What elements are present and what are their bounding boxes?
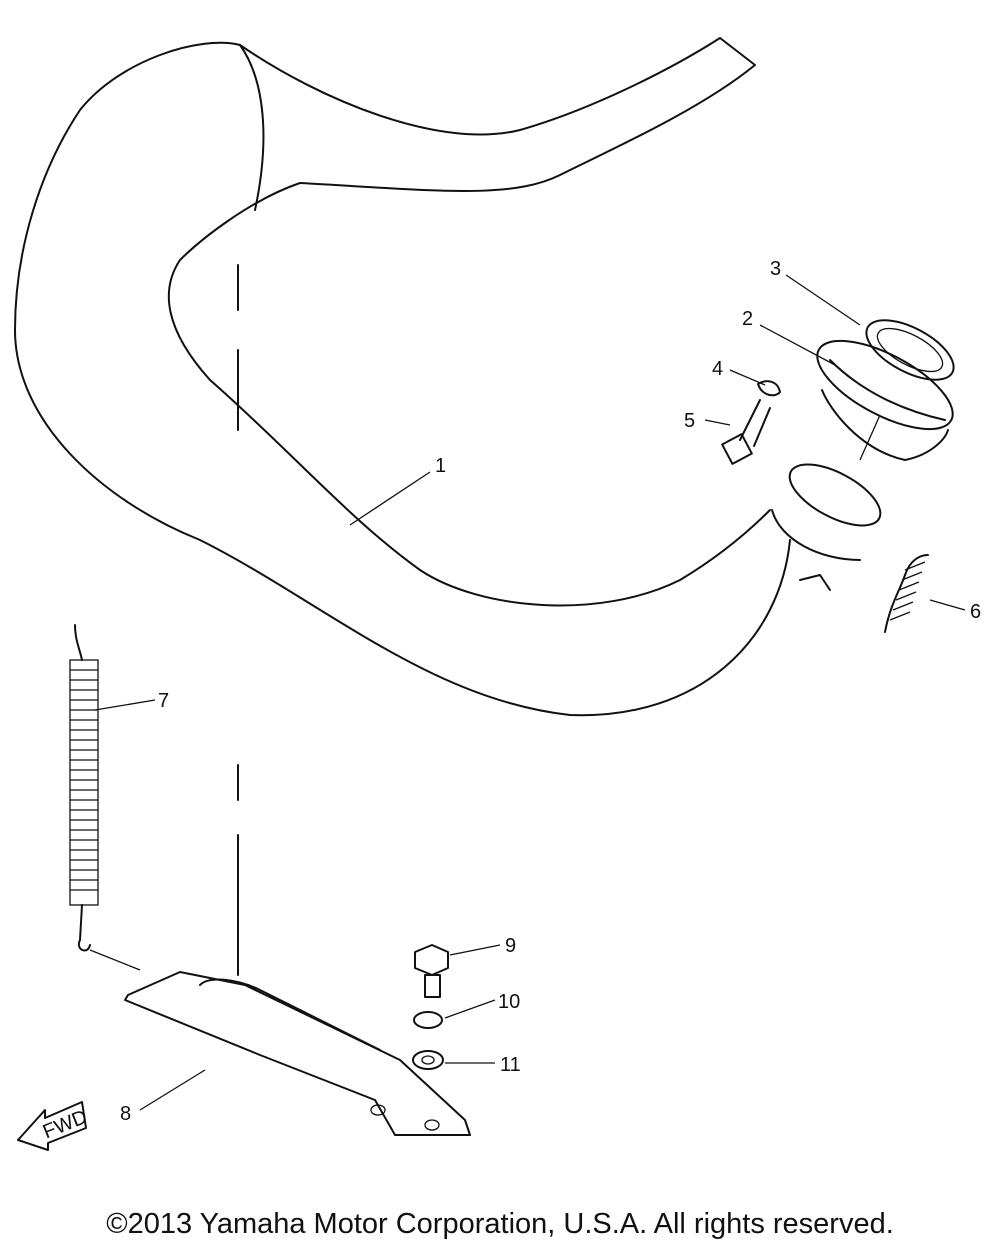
bolt bbox=[721, 399, 771, 465]
callout-6: 6 bbox=[970, 601, 981, 623]
spring-washer bbox=[413, 1011, 443, 1029]
callout-9: 9 bbox=[505, 935, 516, 957]
callout-1: 1 bbox=[435, 455, 446, 477]
leader-lines bbox=[94, 274, 966, 1111]
exploded-parts-diagram: FWD 1 2 3 4 5 6 7 8 9 10 11 bbox=[14, 37, 981, 1151]
plain-washer bbox=[412, 1050, 444, 1070]
callout-3: 3 bbox=[770, 258, 781, 280]
short-spring bbox=[799, 554, 929, 633]
mounting-bolt bbox=[414, 944, 449, 998]
callout-8: 8 bbox=[120, 1103, 131, 1125]
clip bbox=[757, 380, 781, 397]
pipe-inlet bbox=[771, 414, 882, 561]
callout-2: 2 bbox=[742, 308, 753, 330]
gasket bbox=[865, 319, 955, 381]
copyright-notice: ©2013 Yamaha Motor Corporation, U.S.A. A… bbox=[106, 1208, 894, 1240]
exhaust-pipe bbox=[14, 37, 791, 717]
bracket bbox=[89, 764, 471, 1136]
exhaust-flange bbox=[816, 339, 954, 461]
fwd-arrow-icon: FWD bbox=[17, 1101, 90, 1151]
long-spring bbox=[69, 624, 99, 952]
callout-5: 5 bbox=[684, 410, 695, 432]
callout-10: 10 bbox=[498, 991, 520, 1013]
callout-7: 7 bbox=[158, 690, 169, 712]
callout-11: 11 bbox=[500, 1054, 521, 1076]
callout-4: 4 bbox=[712, 358, 723, 380]
fwd-label: FWD bbox=[40, 1106, 90, 1143]
